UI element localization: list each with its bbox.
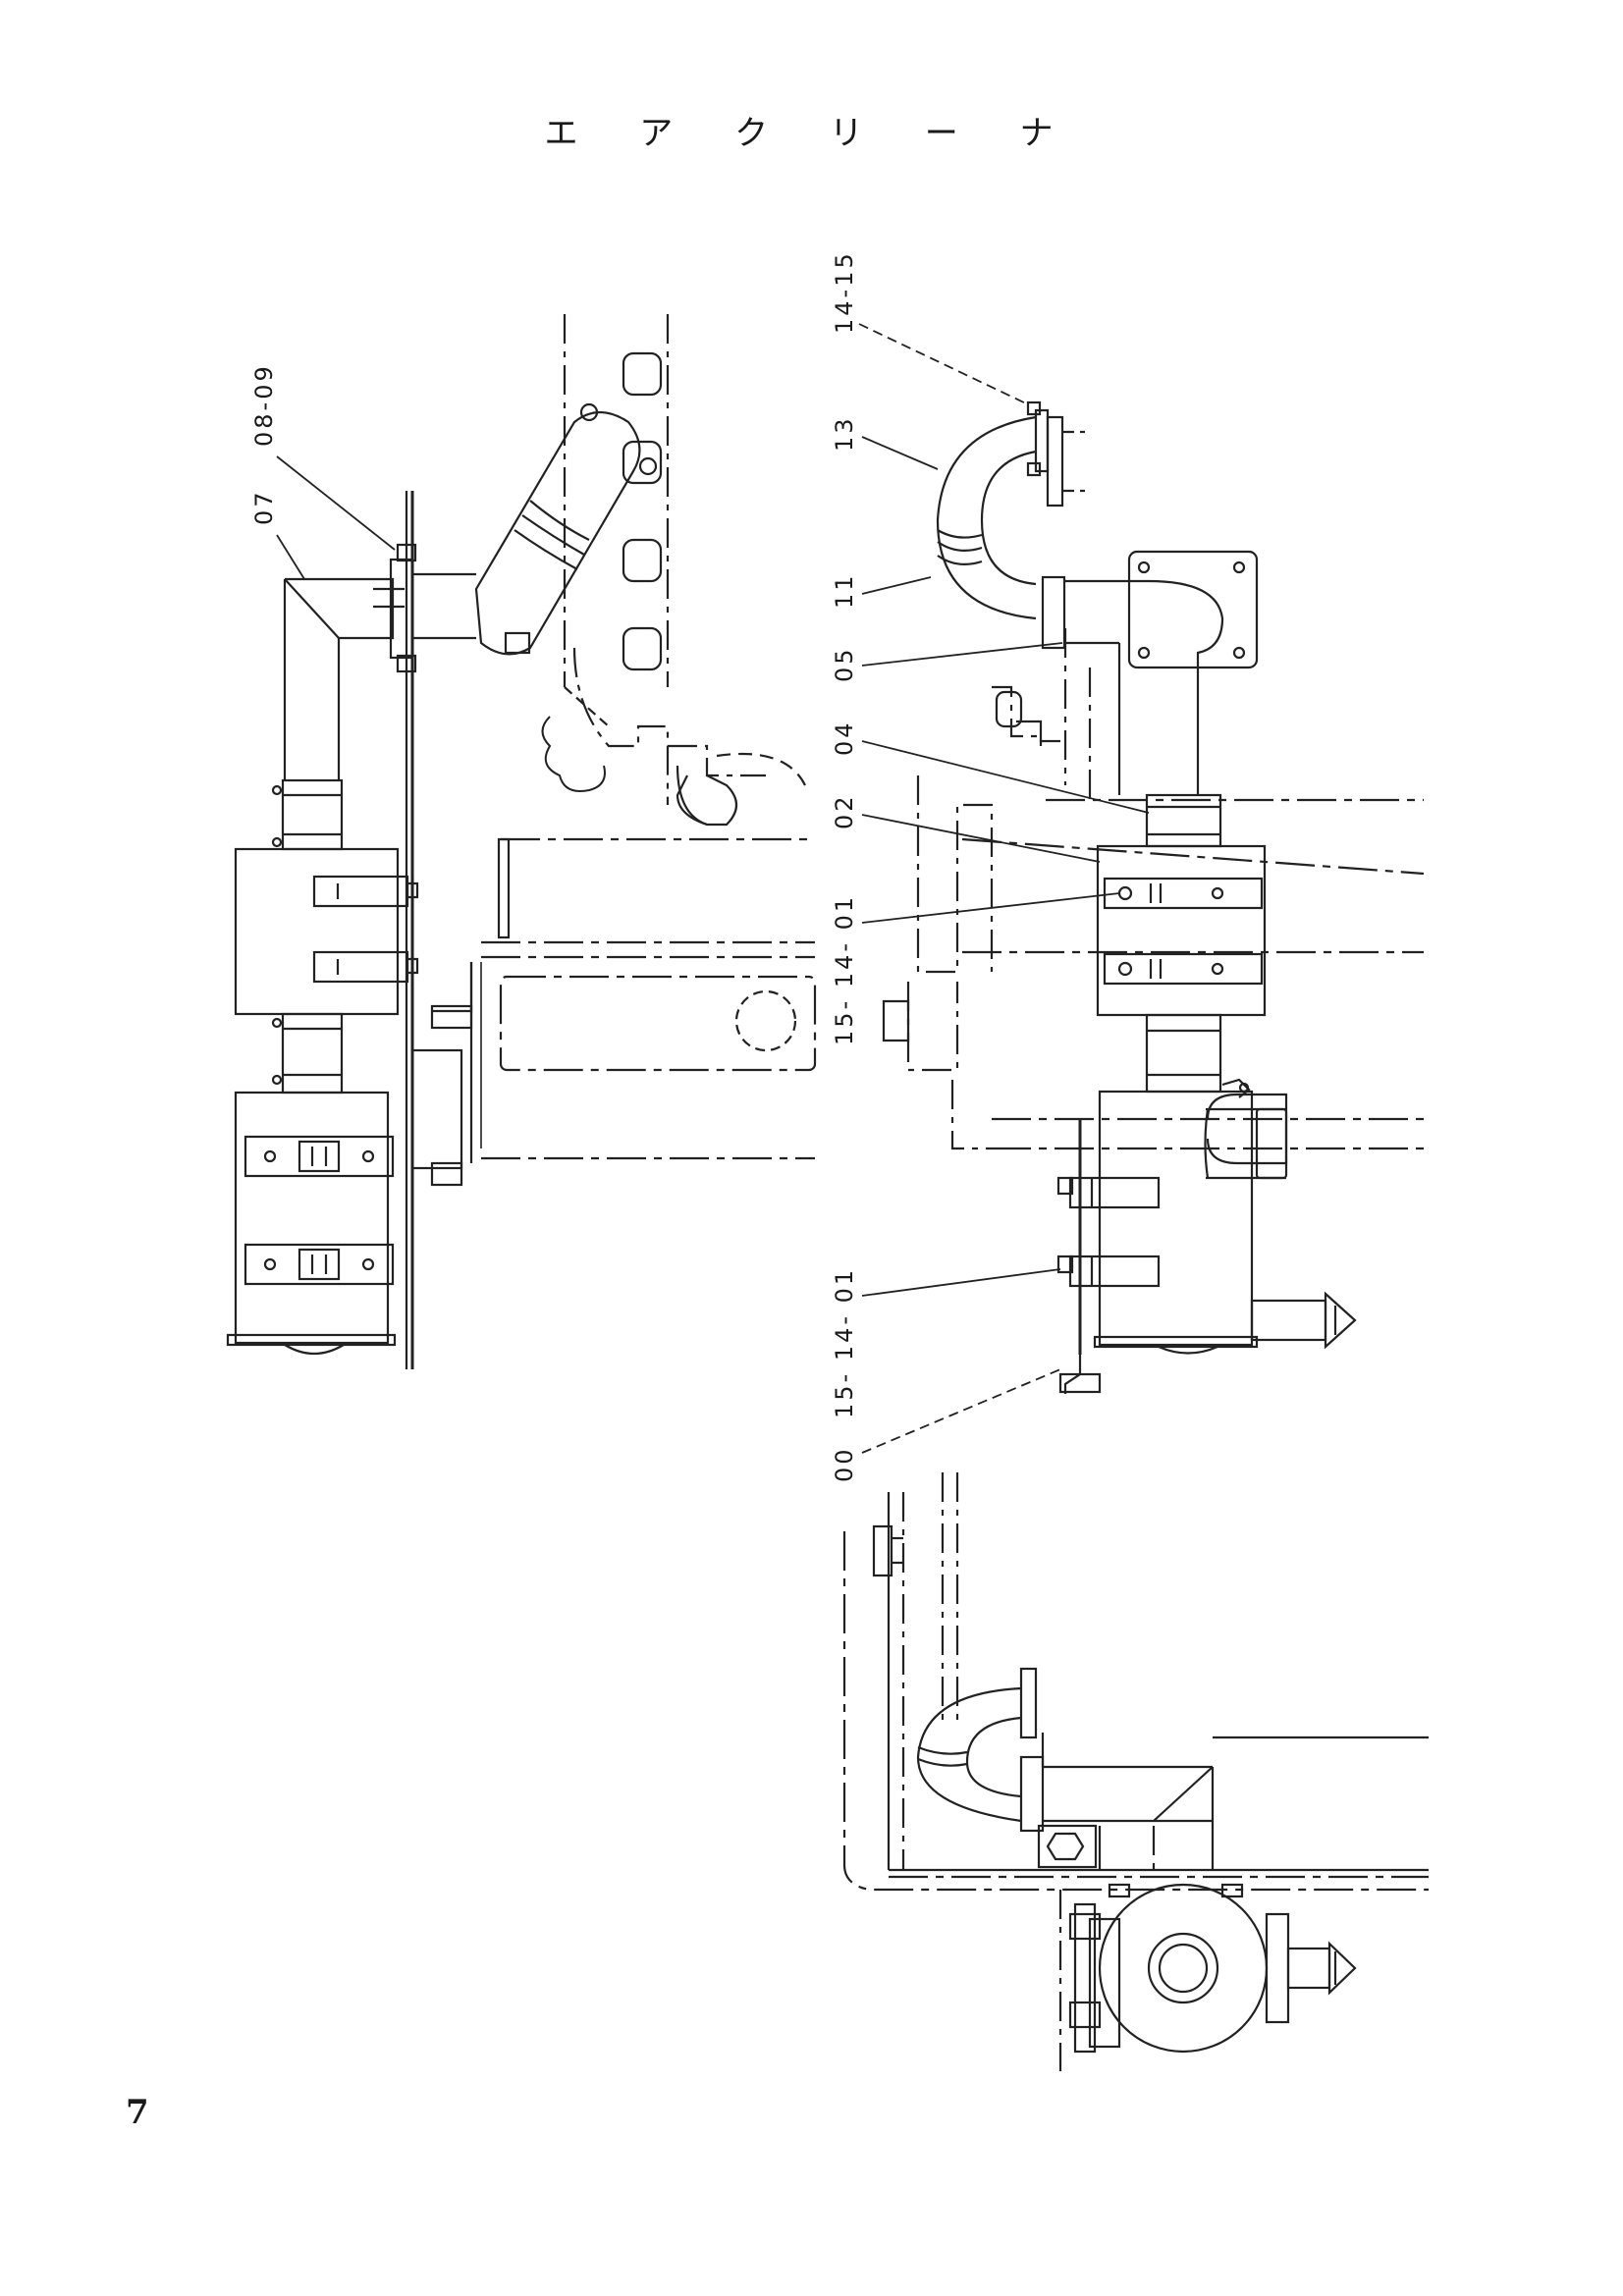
callout-11: 11 (831, 572, 858, 609)
callout-05: 05 (831, 646, 858, 682)
left-view (226, 314, 817, 1369)
callout-04: 04 (831, 720, 858, 756)
callout-08-09: 08-09 (250, 363, 278, 447)
callout-02: 02 (831, 793, 858, 829)
callout-00: 00 (831, 1446, 858, 1482)
callout-15-14-01-lower: 15- 14- 01 (831, 1267, 858, 1418)
callout-labels: 08-09 07 14-15 13 11 05 04 02 15- 14- 01… (250, 250, 858, 1482)
leader-lines (276, 323, 1150, 1454)
callout-13: 13 (831, 415, 858, 452)
page-number: 7 (126, 2093, 149, 2132)
right-view (882, 400, 1425, 1394)
bottom-view (842, 1472, 1429, 2071)
page-title: エ ア ク リ ー ナ (544, 114, 1079, 153)
callout-14-15: 14-15 (831, 250, 858, 334)
callout-15-14-01-upper: 15- 14- 01 (831, 894, 858, 1045)
callout-07: 07 (250, 489, 278, 525)
